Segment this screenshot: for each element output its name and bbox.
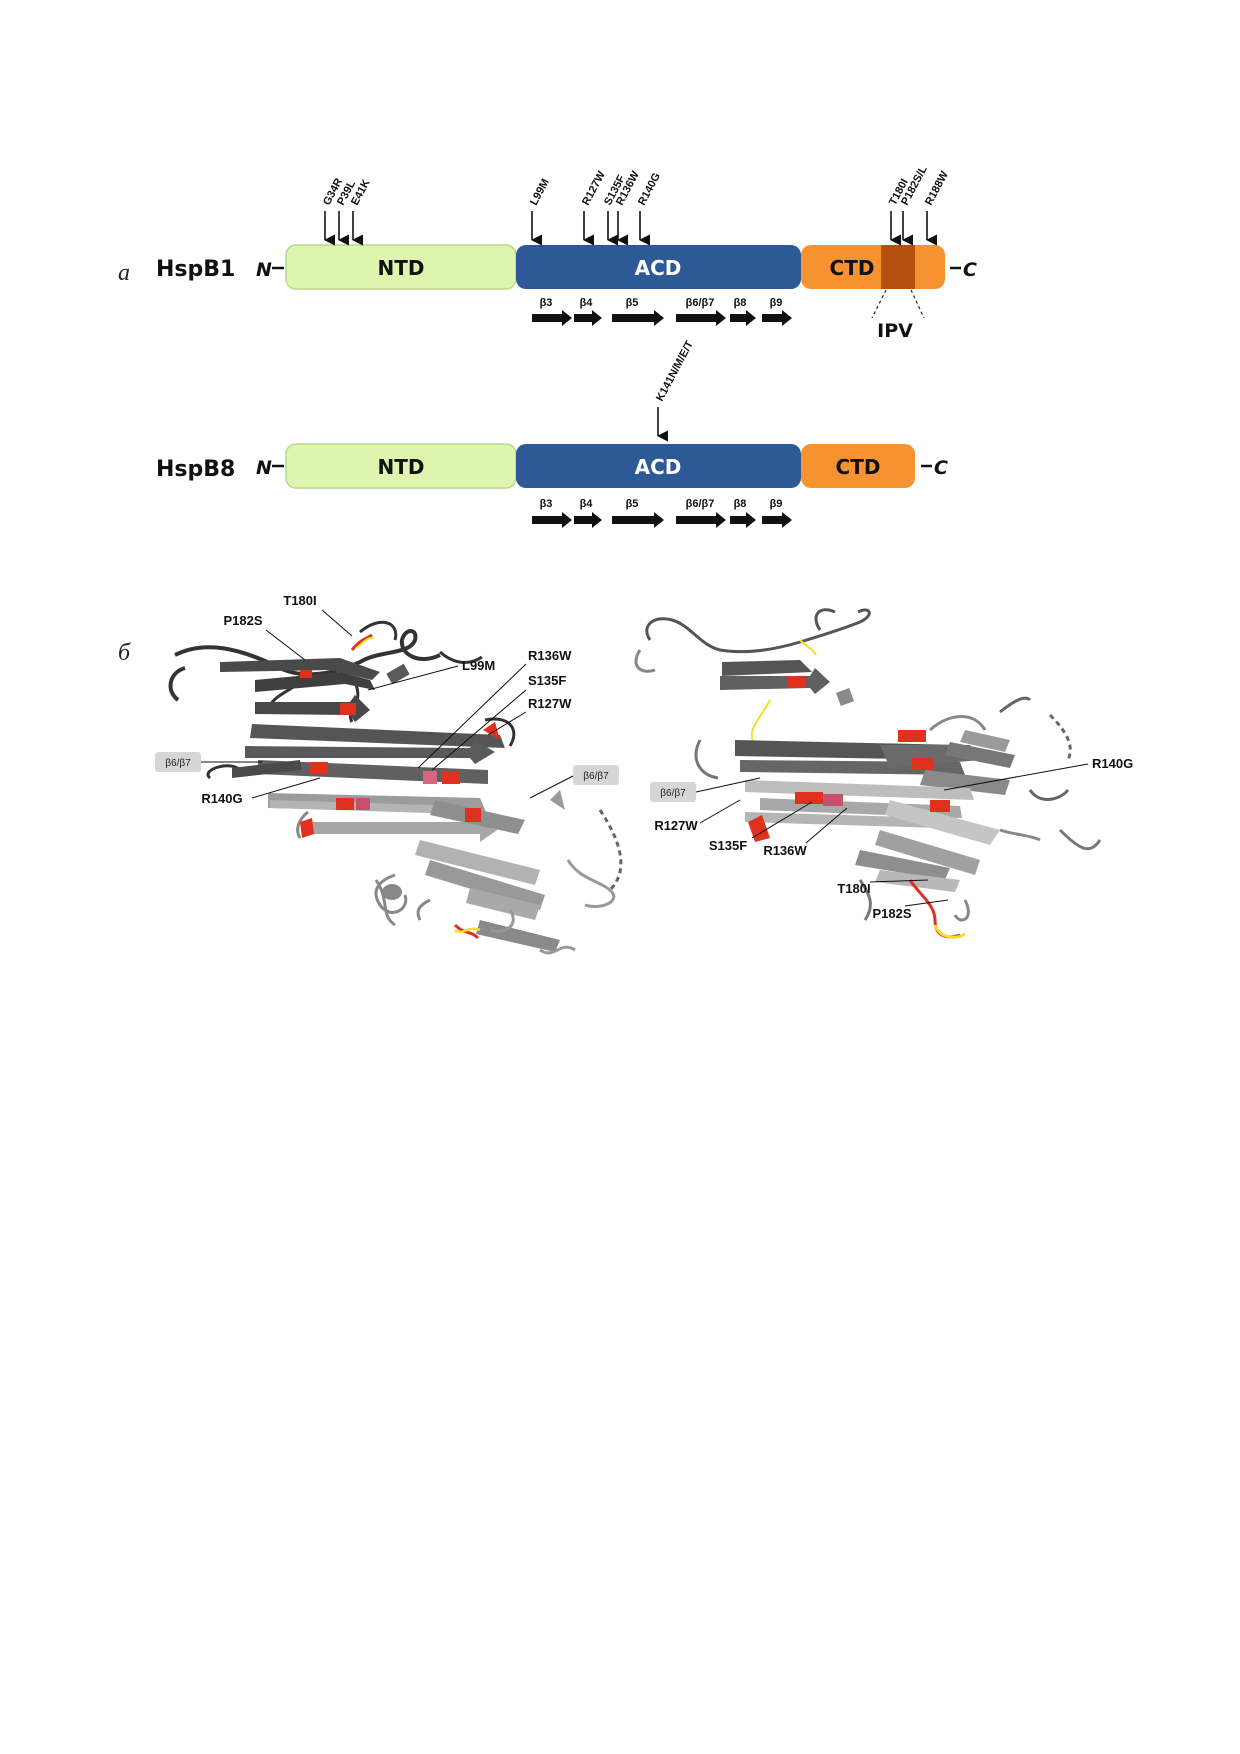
site-label: R140G (201, 791, 242, 806)
hspb1-mutation-labels: G34R P39L E41K L99M R127W S135F R136W R1… (321, 164, 951, 208)
beta6-7-tag-left (155, 752, 201, 772)
site-label: S135F (528, 673, 566, 688)
ctd-label-hspb1: CTD (830, 256, 875, 280)
site-label: P182S (872, 906, 911, 921)
beta-strand-label: β4 (580, 297, 594, 309)
panel-label-a: а (118, 260, 130, 286)
beta-strand-arrow (612, 310, 664, 326)
beta-strand-arrow (574, 310, 602, 326)
c-terminus-hspb8: C (934, 457, 948, 479)
hspb1-beta-strands: β3 β4 β5 β6/β7 β8 β9 (532, 297, 792, 326)
mutation-label: R188W (923, 169, 951, 208)
site-label: R127W (528, 696, 572, 711)
beta-strand-arrow (532, 512, 572, 528)
site-label: R127W (654, 818, 698, 833)
beta-strand-arrow (730, 512, 756, 528)
site-label: P182S (223, 613, 262, 628)
beta-strand-label: β6/β7 (686, 498, 715, 510)
beta-strand-arrow (676, 512, 726, 528)
beta6-7-tag-right (573, 765, 619, 785)
protein-name-hspb8: HspB8 (156, 457, 235, 482)
site-label: S135F (709, 838, 747, 853)
c-terminus-hspb1: C (963, 259, 977, 281)
panel-label-b: б (118, 640, 131, 666)
acd-label-hspb1: ACD (635, 256, 682, 280)
beta6-7-tag-right-text: β6/β7 (583, 771, 609, 782)
beta-strand-arrow (730, 310, 756, 326)
beta6-7-tag-right-structure (650, 782, 696, 802)
beta-strand-arrow (676, 310, 726, 326)
hspb8-domain-map: K141N/M/E/T HspB8 N NTD ACD CTD C β3 β4 … (156, 339, 948, 528)
site-label: R136W (763, 843, 807, 858)
beta6-7-tag-left-text: β6/β7 (165, 758, 191, 769)
acd-label-hspb8: ACD (635, 455, 682, 479)
beta-strand-arrow (612, 512, 664, 528)
site-label: L99M (462, 658, 495, 673)
site-label: R136W (528, 648, 572, 663)
structure-left-labels: T180I P182S L99M R136W S135F R127W R140G… (155, 593, 619, 806)
n-terminus-hspb8: N (256, 457, 272, 479)
beta-strand-arrow (762, 310, 792, 326)
hspb8-beta-strands: β3 β4 β5 β6/β7 β8 β9 (532, 498, 792, 528)
beta-strand-label: β5 (626, 297, 639, 309)
acd-domain-hspb8 (516, 444, 801, 488)
ipv-label: IPV (877, 320, 913, 342)
beta-strand-label: β3 (540, 297, 553, 309)
beta-strand-label: β8 (734, 297, 747, 309)
beta-strand-label: β4 (580, 498, 594, 510)
site-label: R140G (1092, 756, 1133, 771)
beta-strand-label: β9 (770, 498, 783, 510)
beta-strand-arrow (762, 512, 792, 528)
ctd-label-hspb8: CTD (836, 455, 881, 479)
structure-ribbon-left (168, 620, 623, 955)
beta-strand-arrow (574, 512, 602, 528)
structure-right-labels: R140G R127W S135F R136W T180I P182S β6/β… (650, 756, 1133, 921)
site-label: T180I (283, 593, 316, 608)
beta-strand-label: β3 (540, 498, 553, 510)
mutation-label: K141N/M/E/T (654, 339, 696, 404)
n-terminus-hspb1: N (256, 259, 272, 281)
hspb1-domain-map: HspB1 N NTD ACD CTD C IPV (156, 164, 977, 342)
beta-strand-label: β9 (770, 297, 783, 309)
ipv-motif-region (881, 245, 915, 289)
mutation-label: L99M (528, 177, 552, 207)
beta-strand-label: β6/β7 (686, 297, 715, 309)
ntd-label-hspb8: NTD (378, 455, 425, 479)
beta-strand-label: β8 (734, 498, 747, 510)
ntd-label-hspb1: NTD (378, 256, 425, 280)
site-label: T180I (837, 881, 870, 896)
protein-name-hspb1: HspB1 (156, 257, 235, 282)
hspb8-mutation: K141N/M/E/T (654, 339, 696, 442)
hspb1-mutation-arrows (323, 211, 938, 246)
structure-ribbon-right (634, 608, 1102, 939)
acd-domain-hspb1 (516, 245, 801, 289)
ctd-domain-hspb8 (801, 444, 915, 488)
beta-strand-label: β5 (626, 498, 639, 510)
beta-strand-arrow (532, 310, 572, 326)
beta6-7-tag-right-structure-text: β6/β7 (660, 788, 686, 799)
